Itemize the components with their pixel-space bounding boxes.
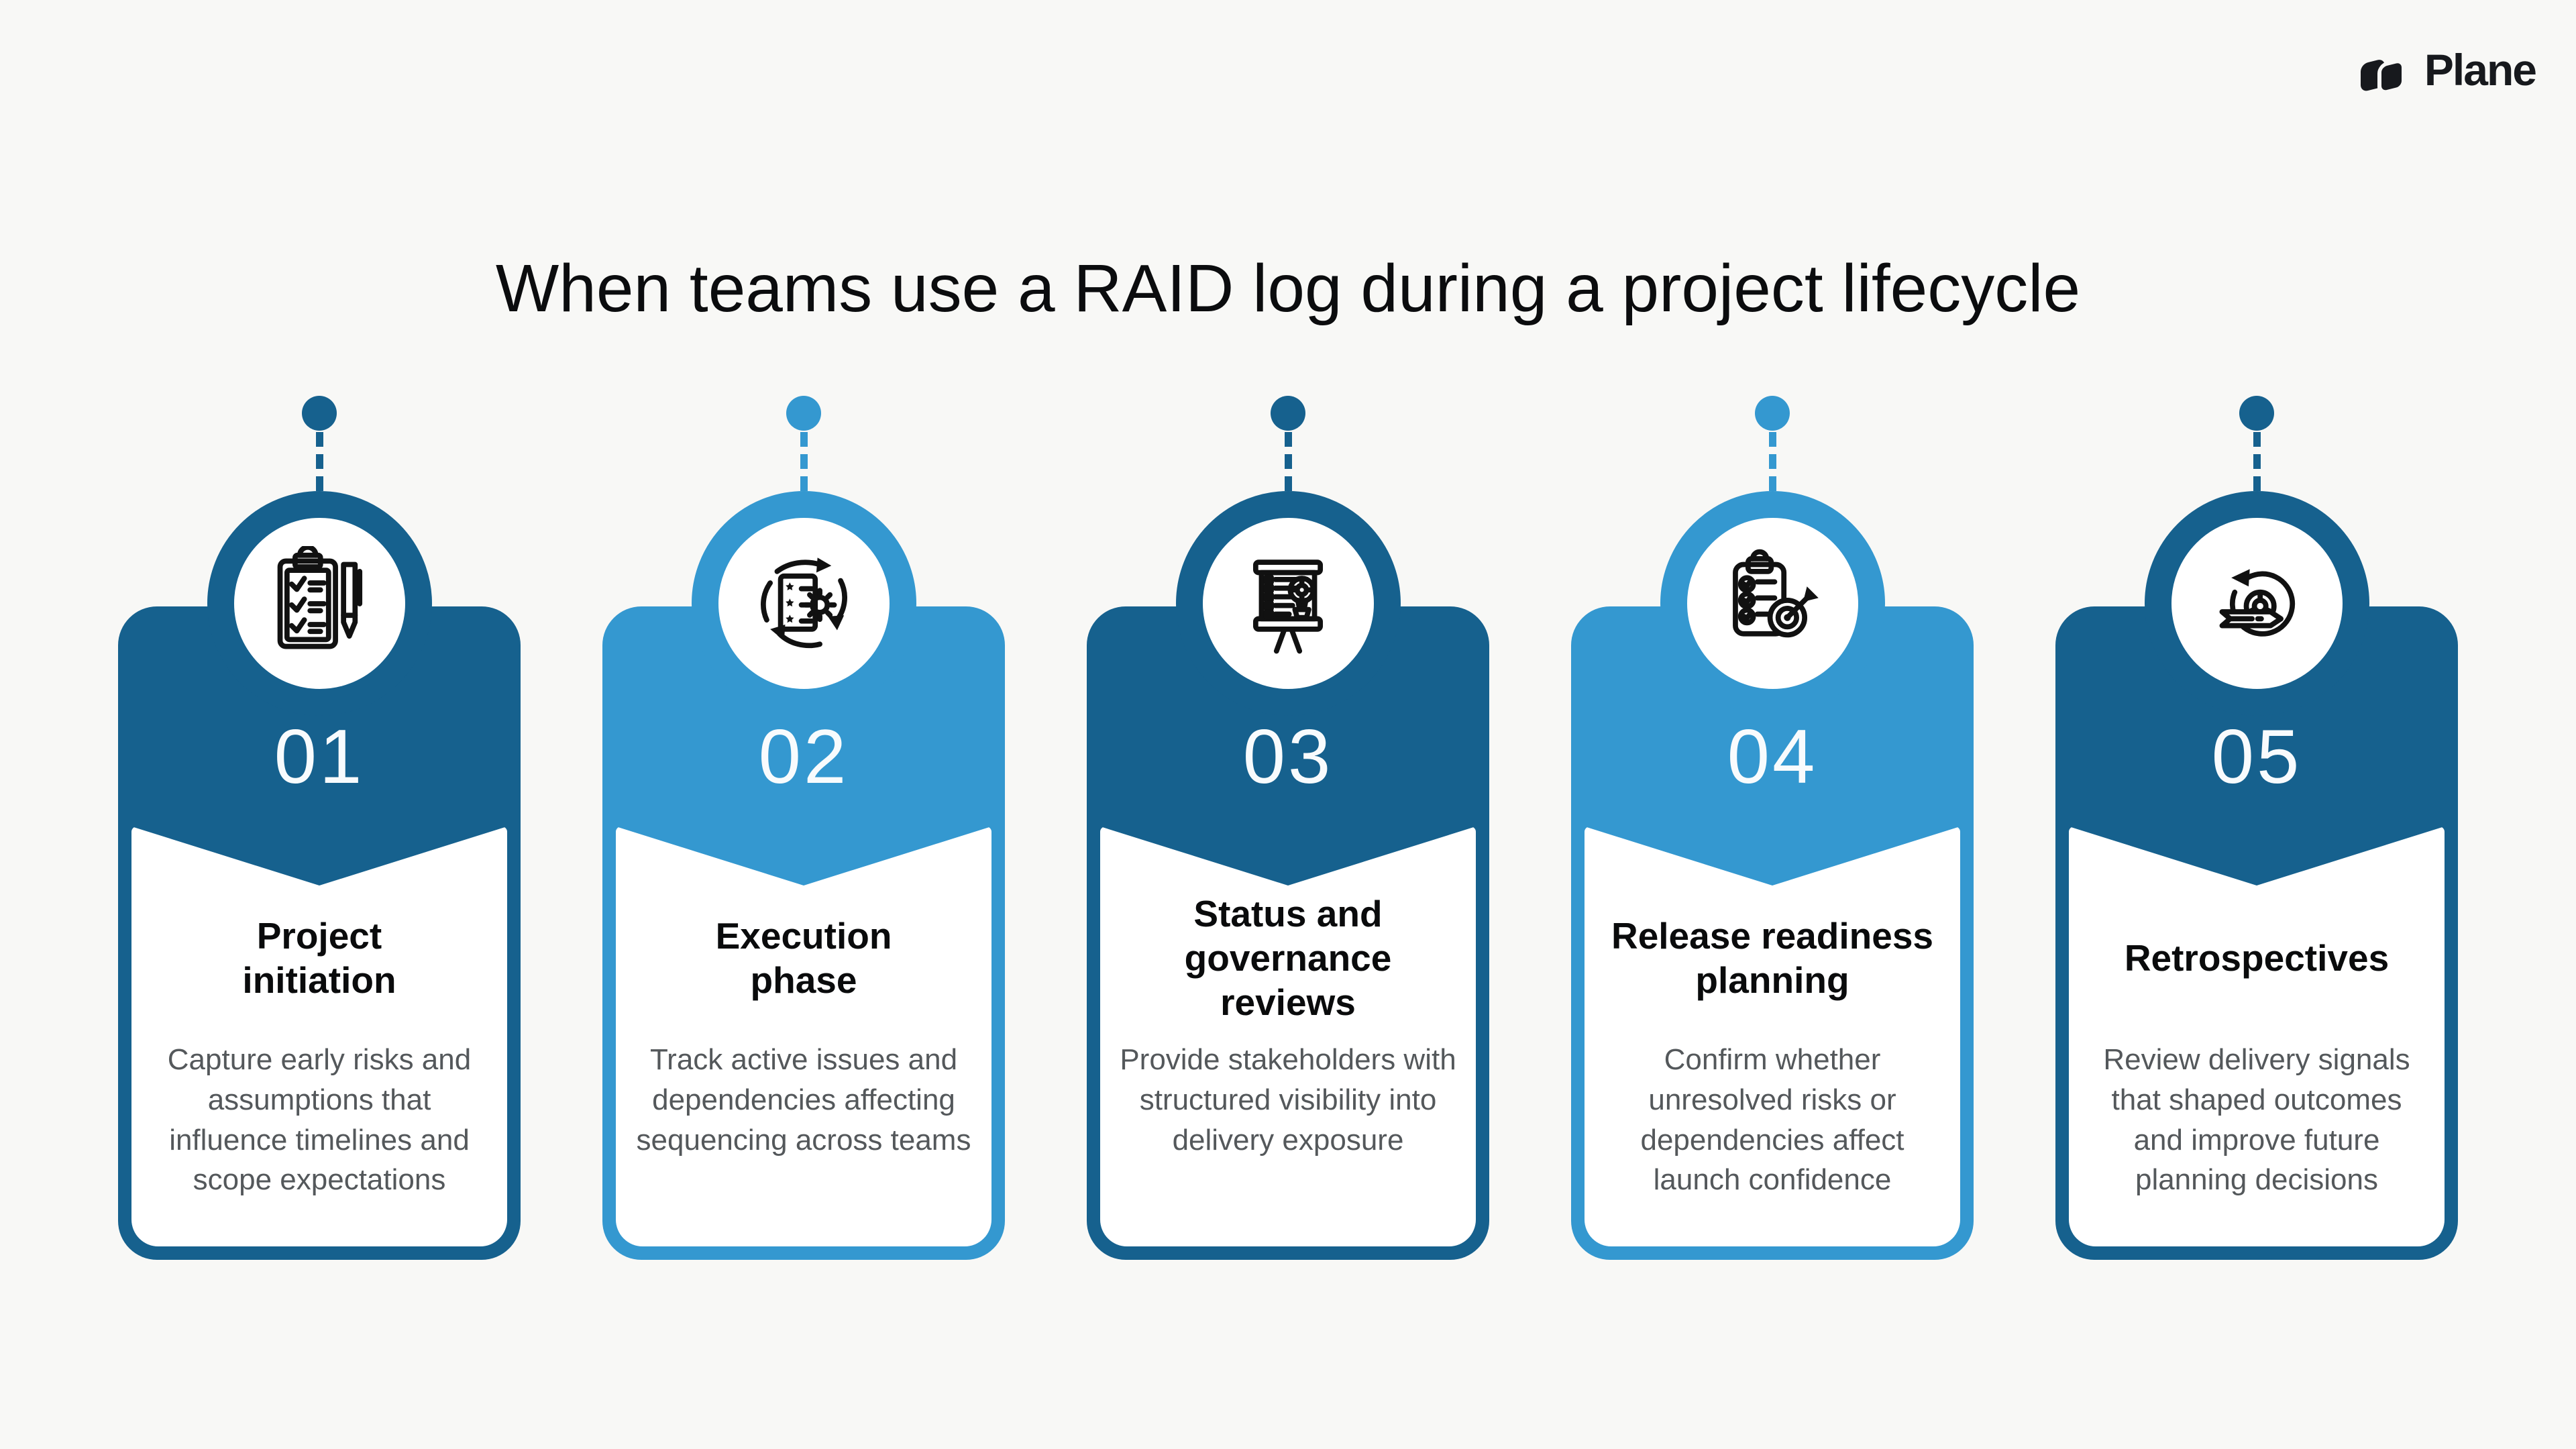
step-card-body: Execution phase Track active issues and … (616, 826, 991, 1246)
lifecycle-step-card: 01 Project initiation Capture early risk… (118, 396, 521, 1260)
lifecycle-cards-row: 01 Project initiation Capture early risk… (0, 396, 2576, 1260)
step-title: Release readiness planning (1611, 915, 1934, 1001)
step-title: Retrospectives (2124, 937, 2390, 979)
step-icon-circle (691, 491, 916, 716)
timeline-dot (2239, 396, 2274, 431)
step-number: 02 (758, 714, 849, 800)
step-title: Project initiation (242, 915, 396, 1001)
timeline-dashed-connector (800, 432, 808, 491)
iteration-cycle-document-gear-icon (761, 557, 847, 648)
step-description: Provide stakeholders with structured vis… (1120, 1043, 1456, 1157)
step-card: 02 Execution phase Track active issues a… (602, 606, 1005, 1260)
timeline-dashed-connector (315, 432, 323, 491)
step-icon-circle (207, 491, 432, 716)
clipboard-target-arrow-icon (1733, 549, 1819, 637)
page-title: When teams use a RAID log during a proje… (495, 251, 2081, 326)
lifecycle-step-card: 05 Retrospectives Review delivery signal… (2055, 396, 2458, 1260)
step-description: Track active issues and dependencies aff… (636, 1043, 971, 1157)
lifecycle-step-card: 04 Release readiness planning Confirm wh… (1571, 396, 1974, 1260)
brand-logo: Plane (2357, 44, 2537, 95)
step-card-body: Status and governance reviews Provide st… (1100, 826, 1476, 1246)
step-icon-circle (1175, 491, 1401, 716)
step-description: Capture early risks and assumptions that… (167, 1043, 472, 1197)
step-card: 01 Project initiation Capture early risk… (118, 606, 521, 1260)
step-icon-circle (2144, 491, 2369, 716)
sprint-retrospective-loop-icon (2219, 568, 2296, 637)
step-number: 04 (1727, 714, 1818, 800)
timeline-dashed-connector (1284, 432, 1292, 491)
lifecycle-step-card: 03 Status and governance reviews Provide… (1087, 396, 1489, 1260)
presentation-board-idea-icon (1252, 559, 1324, 653)
step-icon-circle (1660, 491, 1885, 716)
step-description: Confirm whether unresolved risks or depe… (1640, 1043, 1904, 1197)
step-card: 04 Release readiness planning Confirm wh… (1571, 606, 1974, 1260)
step-number: 01 (274, 714, 365, 800)
step-card-body: Project initiation Capture early risks a… (131, 826, 507, 1246)
timeline-dot (1755, 396, 1790, 431)
step-description: Review delivery signals that shaped outc… (2103, 1043, 2410, 1197)
step-card-body: Release readiness planning Confirm wheth… (1585, 826, 1960, 1246)
brand-name: Plane (2424, 45, 2537, 95)
step-number: 05 (2211, 714, 2302, 800)
chevron-down-shape (1585, 826, 1960, 885)
step-card-body: Retrospectives Review delivery signals t… (2069, 826, 2445, 1246)
chevron-down-shape (2069, 826, 2445, 885)
lifecycle-step-card: 02 Execution phase Track active issues a… (602, 396, 1005, 1260)
timeline-dot (1271, 396, 1305, 431)
timeline-dot (302, 396, 337, 431)
step-title: Execution phase (715, 915, 892, 1001)
clipboard-checklist-pen-icon (277, 545, 363, 649)
timeline-dot (786, 396, 821, 431)
step-number: 03 (1242, 714, 1334, 800)
timeline-dashed-connector (2253, 432, 2261, 491)
chevron-down-shape (616, 826, 991, 885)
chevron-down-shape (131, 826, 507, 885)
plane-logo-icon (2360, 59, 2406, 95)
timeline-dashed-connector (1768, 432, 1776, 491)
step-title: Status and governance reviews (1184, 893, 1392, 1023)
chevron-down-shape (1100, 826, 1476, 885)
